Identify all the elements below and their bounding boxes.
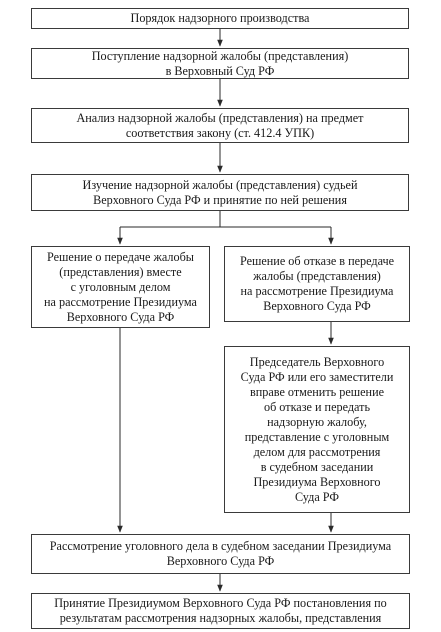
study-step-text: Изучение надзорной жалобы (представления… xyxy=(82,177,358,207)
study-step-box: Изучение надзорной жалобы (представления… xyxy=(31,174,409,211)
transfer-decision-text: Решение о передаче жалобы (представления… xyxy=(44,249,197,324)
chairman-right-text: Председатель Верховного Суда РФ или его … xyxy=(240,354,394,504)
ruling-step-box: Принятие Президиумом Верховного Суда РФ … xyxy=(31,593,410,629)
transfer-decision-box: Решение о передаче жалобы (представления… xyxy=(31,246,210,328)
hearing-step-box: Рассмотрение уголовного дела в судебном … xyxy=(31,534,410,574)
receipt-step-text: Поступление надзорной жалобы (представле… xyxy=(91,48,349,78)
refusal-decision-text: Решение об отказе в передаче жалобы (пре… xyxy=(239,254,395,313)
diagram-title-box: Порядок надзорного производства xyxy=(31,8,409,29)
diagram-title: Порядок надзорного производства xyxy=(130,11,310,25)
chairman-right-box: Председатель Верховного Суда РФ или его … xyxy=(224,346,410,513)
ruling-step-text: Принятие Президиумом Верховного Суда РФ … xyxy=(54,596,387,625)
analysis-step-box: Анализ надзорной жалобы (представления) … xyxy=(31,108,409,143)
analysis-step-text: Анализ надзорной жалобы (представления) … xyxy=(76,110,364,140)
receipt-step-box: Поступление надзорной жалобы (представле… xyxy=(31,48,409,79)
refusal-decision-box: Решение об отказе в передаче жалобы (пре… xyxy=(224,246,410,322)
hearing-step-text: Рассмотрение уголовного дела в судебном … xyxy=(49,539,392,568)
